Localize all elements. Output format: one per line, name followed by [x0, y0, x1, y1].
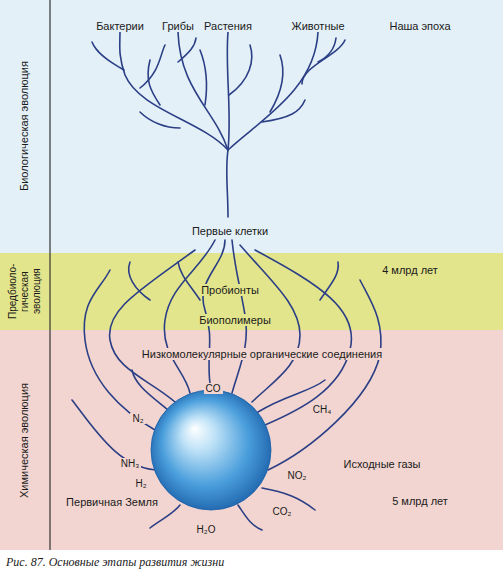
- diagram-label: Первичная Земля: [64, 496, 160, 508]
- tree-branch: [318, 38, 336, 62]
- tree-branch: [140, 112, 180, 128]
- evolution-band: Химическая эволюция: [0, 330, 503, 550]
- diagram-label: Грибы: [160, 20, 196, 32]
- tree-branch: [270, 55, 283, 112]
- tree-branch: [320, 262, 338, 300]
- diagram-label: Первые клетки: [190, 225, 270, 237]
- label-slot: NO₂: [286, 465, 309, 483]
- band-label-column: Химическая эволюция: [0, 330, 50, 550]
- evolution-tree: [72, 32, 381, 530]
- tree-branch: [238, 505, 262, 530]
- band-label-column: Биологическая эволюция: [0, 0, 50, 253]
- gas-formula: CO₂: [271, 506, 294, 517]
- stage-label: Предбиоло- гическая эволюция: [7, 256, 43, 327]
- band-label-column: Предбиоло- гическая эволюция: [0, 253, 50, 330]
- diagram-label: Биополимеры: [197, 314, 273, 326]
- label-slot: Животные: [289, 16, 346, 34]
- label-slot: Наша эпоха: [387, 16, 452, 34]
- label-slot: Первые клетки: [190, 221, 270, 239]
- label-slot: Пробионты: [199, 280, 261, 298]
- diagram-label: Наша эпоха: [387, 20, 452, 32]
- tree-branch: [229, 45, 252, 95]
- tree-branch: [129, 262, 150, 300]
- tree-branch: [120, 32, 228, 150]
- tree-branch: [268, 280, 381, 470]
- label-slot: CO: [204, 378, 223, 396]
- label-slot: CO₂: [271, 501, 294, 519]
- biological-band-fill: [0, 0, 503, 253]
- label-slot: Исходные газы: [342, 454, 423, 472]
- tree-branch: [227, 32, 229, 150]
- label-slot: Бактерии: [94, 16, 146, 34]
- label-slot: Биополимеры: [197, 310, 273, 328]
- tree-branch: [178, 262, 200, 300]
- gas-formula: NH₃: [119, 458, 142, 469]
- tree-branch: [132, 370, 168, 410]
- gas-formula: NO₂: [286, 470, 309, 481]
- label-slot: Грибы: [160, 16, 196, 34]
- tree-branch: [178, 38, 196, 62]
- gas-formula: CO: [204, 383, 223, 394]
- diagram-label: Пробионты: [199, 284, 261, 296]
- label-slot: H₂: [133, 473, 148, 491]
- diagram-label: 4 млрд лет: [380, 264, 440, 276]
- label-slot: CH₄: [311, 399, 334, 417]
- evolution-band: Биологическая эволюция: [0, 0, 503, 253]
- gas-formula: CH₄: [311, 404, 334, 415]
- label-slot: Растения: [202, 16, 254, 34]
- tree-branch: [227, 150, 228, 217]
- label-slot: Низкомолекулярные органические соединени…: [140, 344, 384, 362]
- primordial-earth: [151, 390, 271, 510]
- tree-branch: [255, 250, 352, 425]
- gas-formula: N₂: [130, 413, 145, 424]
- caption-slot: Рис. 87. Основные этапы развития жизни: [6, 552, 224, 570]
- stage-label: Химическая эволюция: [18, 333, 31, 547]
- diagram-label: 5 млрд лет: [390, 495, 450, 507]
- tree-branch: [178, 32, 228, 150]
- diagram-label: Исходные газы: [342, 458, 423, 470]
- label-slot: N₂: [130, 408, 145, 426]
- figure-caption: Рис. 87. Основные этапы развития жизни: [6, 555, 224, 569]
- tree-branch: [72, 400, 160, 470]
- gas-formula: H₂: [133, 478, 148, 489]
- tree-branch: [140, 45, 165, 88]
- label-slot: Первичная Земля: [64, 492, 160, 510]
- diagram-label: Бактерии: [94, 20, 146, 32]
- tree-branch: [148, 60, 160, 105]
- diagram-label: Растения: [202, 20, 254, 32]
- label-slot: 4 млрд лет: [380, 260, 440, 278]
- gas-formula: H₂O: [195, 524, 218, 535]
- tree-branch: [262, 100, 305, 122]
- chemical-band-fill: [0, 330, 503, 550]
- label-slot: NH₃: [119, 453, 142, 471]
- divider-line: [49, 0, 50, 550]
- diagram-label: Низкомолекулярные органические соединени…: [140, 348, 384, 360]
- tree-branch: [302, 40, 345, 84]
- prebiological-band-fill: [0, 253, 503, 330]
- tree-branch: [92, 42, 124, 70]
- diagram-label: Животные: [289, 20, 346, 32]
- tree-branch: [228, 32, 318, 150]
- label-slot: 5 млрд лет: [390, 491, 450, 509]
- label-slot: H₂O: [195, 519, 218, 537]
- tree-branch: [150, 505, 180, 528]
- tree-branch: [200, 50, 206, 105]
- stage-label: Биологическая эволюция: [18, 3, 31, 250]
